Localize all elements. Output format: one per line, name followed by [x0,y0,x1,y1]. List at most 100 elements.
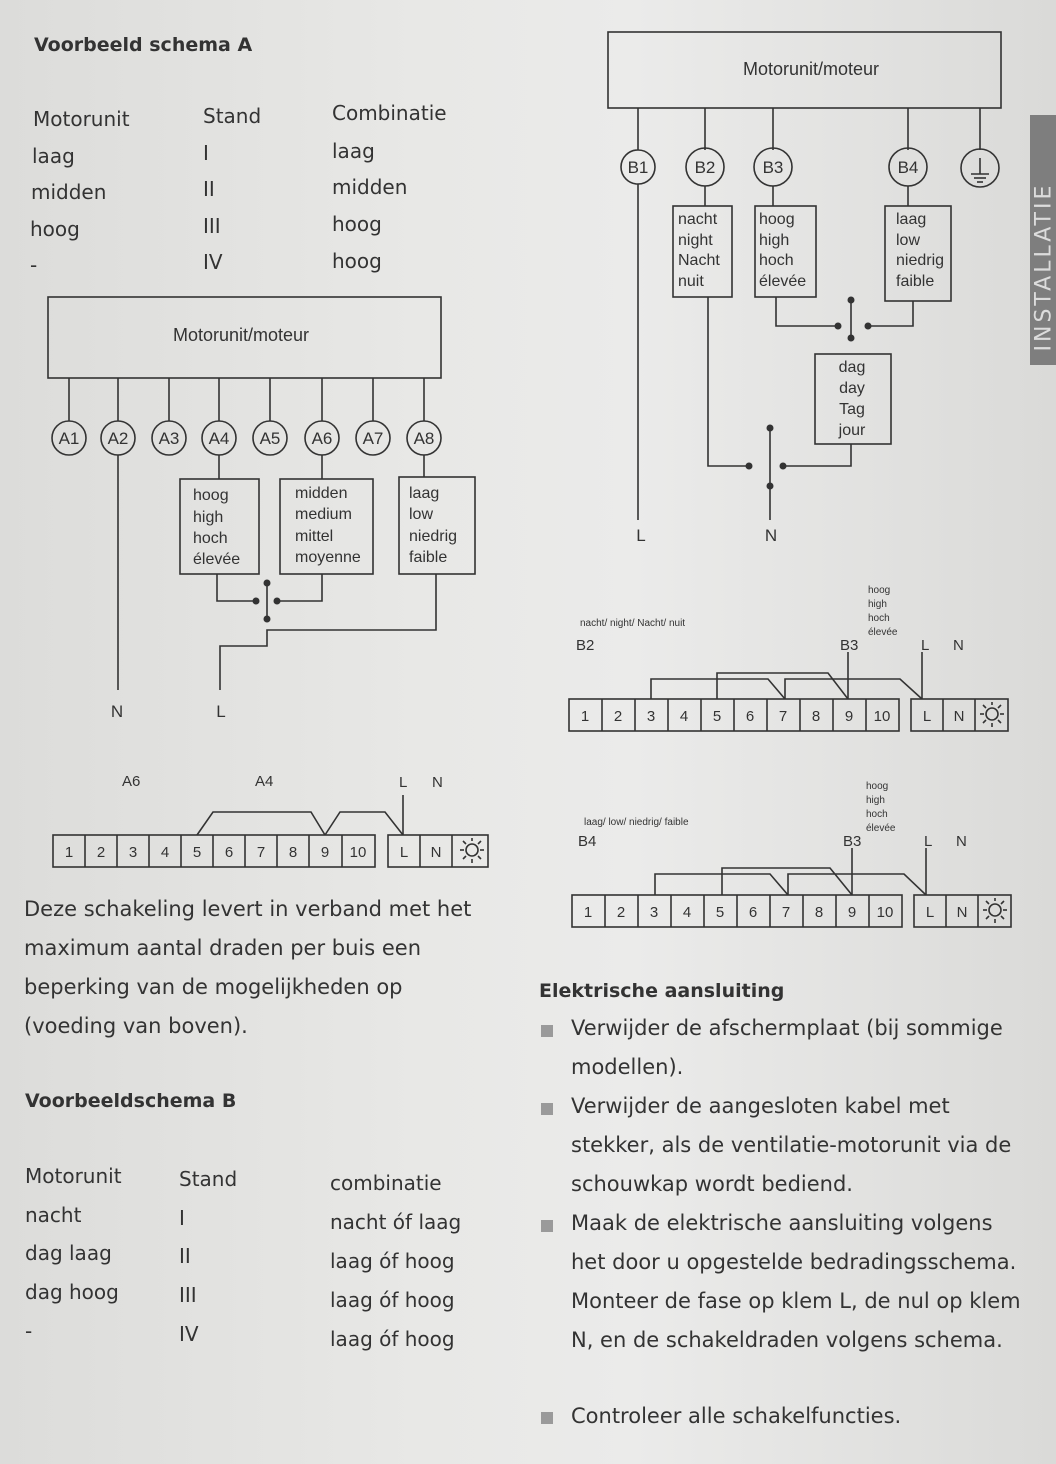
strip-cell: 3 [650,904,658,921]
schema-b-title: Voorbeeldschema B [25,1090,237,1112]
strip-cell: 1 [581,708,589,725]
box-text: hoog [193,487,229,504]
schema-b-cell: IV [179,1322,199,1346]
schema-b-ln-strip-1 [910,698,1009,732]
strip-note: nacht/ night/ Nacht/ nuit [580,618,685,629]
terminal-a8-label: A8 [414,429,435,448]
strip-cell: 10 [877,904,894,921]
schema-b-box-day [814,353,892,445]
strip-cell: N [957,904,968,921]
terminal-b1-label: B1 [628,158,649,177]
strip-cell: 5 [193,844,201,861]
terminal-b3-label: B3 [763,158,784,177]
terminal-a5 [252,420,288,456]
strip-note: hoch [866,809,888,820]
strip-cell: 8 [289,844,297,861]
schema-a-cell: midden [332,175,408,199]
box-text: Nacht [678,252,720,269]
schema-b-cell: nacht óf laag [330,1210,462,1234]
box-text: jour [838,422,866,439]
lamp-icon [460,838,484,863]
terminal-b4-label: B4 [898,158,919,177]
schema-b-box-low [884,205,952,302]
terminal-a6-label: A6 [312,429,333,448]
strip-cell: 4 [161,844,169,861]
box-text: mittel [295,528,333,545]
box-text: niedrig [896,252,944,269]
schema-a-header-combinatie: Combinatie [332,101,447,125]
terminal-a3-label: A3 [159,429,180,448]
strip-label: L [921,637,929,654]
box-text: Tag [839,401,865,418]
terminal-a1-label: A1 [59,429,80,448]
strip-cell: N [431,844,442,861]
strip-note: élevée [866,823,896,834]
schema-a-title: Voorbeeld schema A [34,34,253,56]
strip-cell: 6 [749,904,757,921]
strip-cell: 10 [350,844,367,861]
strip-cell: 10 [874,708,891,725]
schema-b-ln-strip-2 [913,894,1012,928]
box-text: day [839,380,865,397]
strip-cell: L [926,904,934,921]
schema-a-cell: IV [203,250,223,274]
box-text: élevée [759,273,806,290]
schema-a-cell: hoog [332,212,382,236]
strip-cell: 7 [782,904,790,921]
box-text: dag [839,359,866,376]
strip-label: B2 [576,637,594,654]
box-text: laag [409,485,439,502]
section-tab: INSTALLATIE [1030,115,1056,365]
list-item: Maak de elektrische aansluiting volgens … [571,1211,1021,1352]
strip-cell: 1 [65,844,73,861]
box-text: hoch [193,530,228,547]
box-text: midden [295,485,347,502]
box-text: hoch [759,252,794,269]
strip-cell: 7 [257,844,265,861]
strip-cell: 6 [746,708,754,725]
schema-b-cell: nacht [25,1203,82,1227]
strip-cell: 2 [97,844,105,861]
schema-b-cell: III [179,1283,197,1307]
box-text: nuit [678,273,704,290]
strip-label: A6 [122,773,140,790]
box-text: high [759,232,789,249]
schema-a-cell: hoog [30,217,80,241]
list-item: Verwijder de aangesloten kabel met stekk… [571,1094,1012,1196]
bullet-square-icon [541,1025,553,1037]
schema-a-cell: I [203,141,209,165]
box-text: hoog [759,211,795,228]
strip-label: B3 [840,637,858,654]
strip-label: L [399,774,407,791]
strip-cell: 7 [779,708,787,725]
schema-a-header-motorunit: Motorunit [33,107,130,131]
schema-a-header-stand: Stand [203,104,262,128]
wire-label-n: N [111,702,123,721]
terminal-a3 [151,420,187,456]
strip-cell: 5 [716,904,724,921]
strip-cell: 5 [713,708,721,725]
schema-b-header-stand: Stand [179,1167,238,1191]
electrical-title: Elektrische aansluiting [539,980,785,1002]
schema-b-cell: laag óf hoog [330,1249,455,1273]
box-text: élevée [193,551,240,568]
schema-a-cell: midden [31,180,107,204]
strip-label: B3 [843,833,861,850]
schema-b-header-motorunit: Motorunit [25,1164,122,1188]
schema-b-header-combinatie: combinatie [330,1171,442,1195]
schema-a-cell: hoog [332,249,382,273]
wire-label-n: N [765,526,777,545]
wire-label-l: L [216,702,225,721]
terminal-a2-label: A2 [108,429,129,448]
schema-a-box-low [398,476,476,575]
schema-b-cell: dag hoog [25,1280,119,1304]
schema-b-cell: II [179,1244,191,1268]
schema-b-cell: I [179,1206,185,1230]
schema-b-motor-label: Motorunit/moteur [743,59,879,79]
strip-note: laag/ low/ niedrig/ faible [584,817,689,828]
strip-note: élevée [868,627,898,638]
box-text: low [896,232,920,249]
wire-label-l: L [636,526,645,545]
strip-cell: 3 [647,708,655,725]
